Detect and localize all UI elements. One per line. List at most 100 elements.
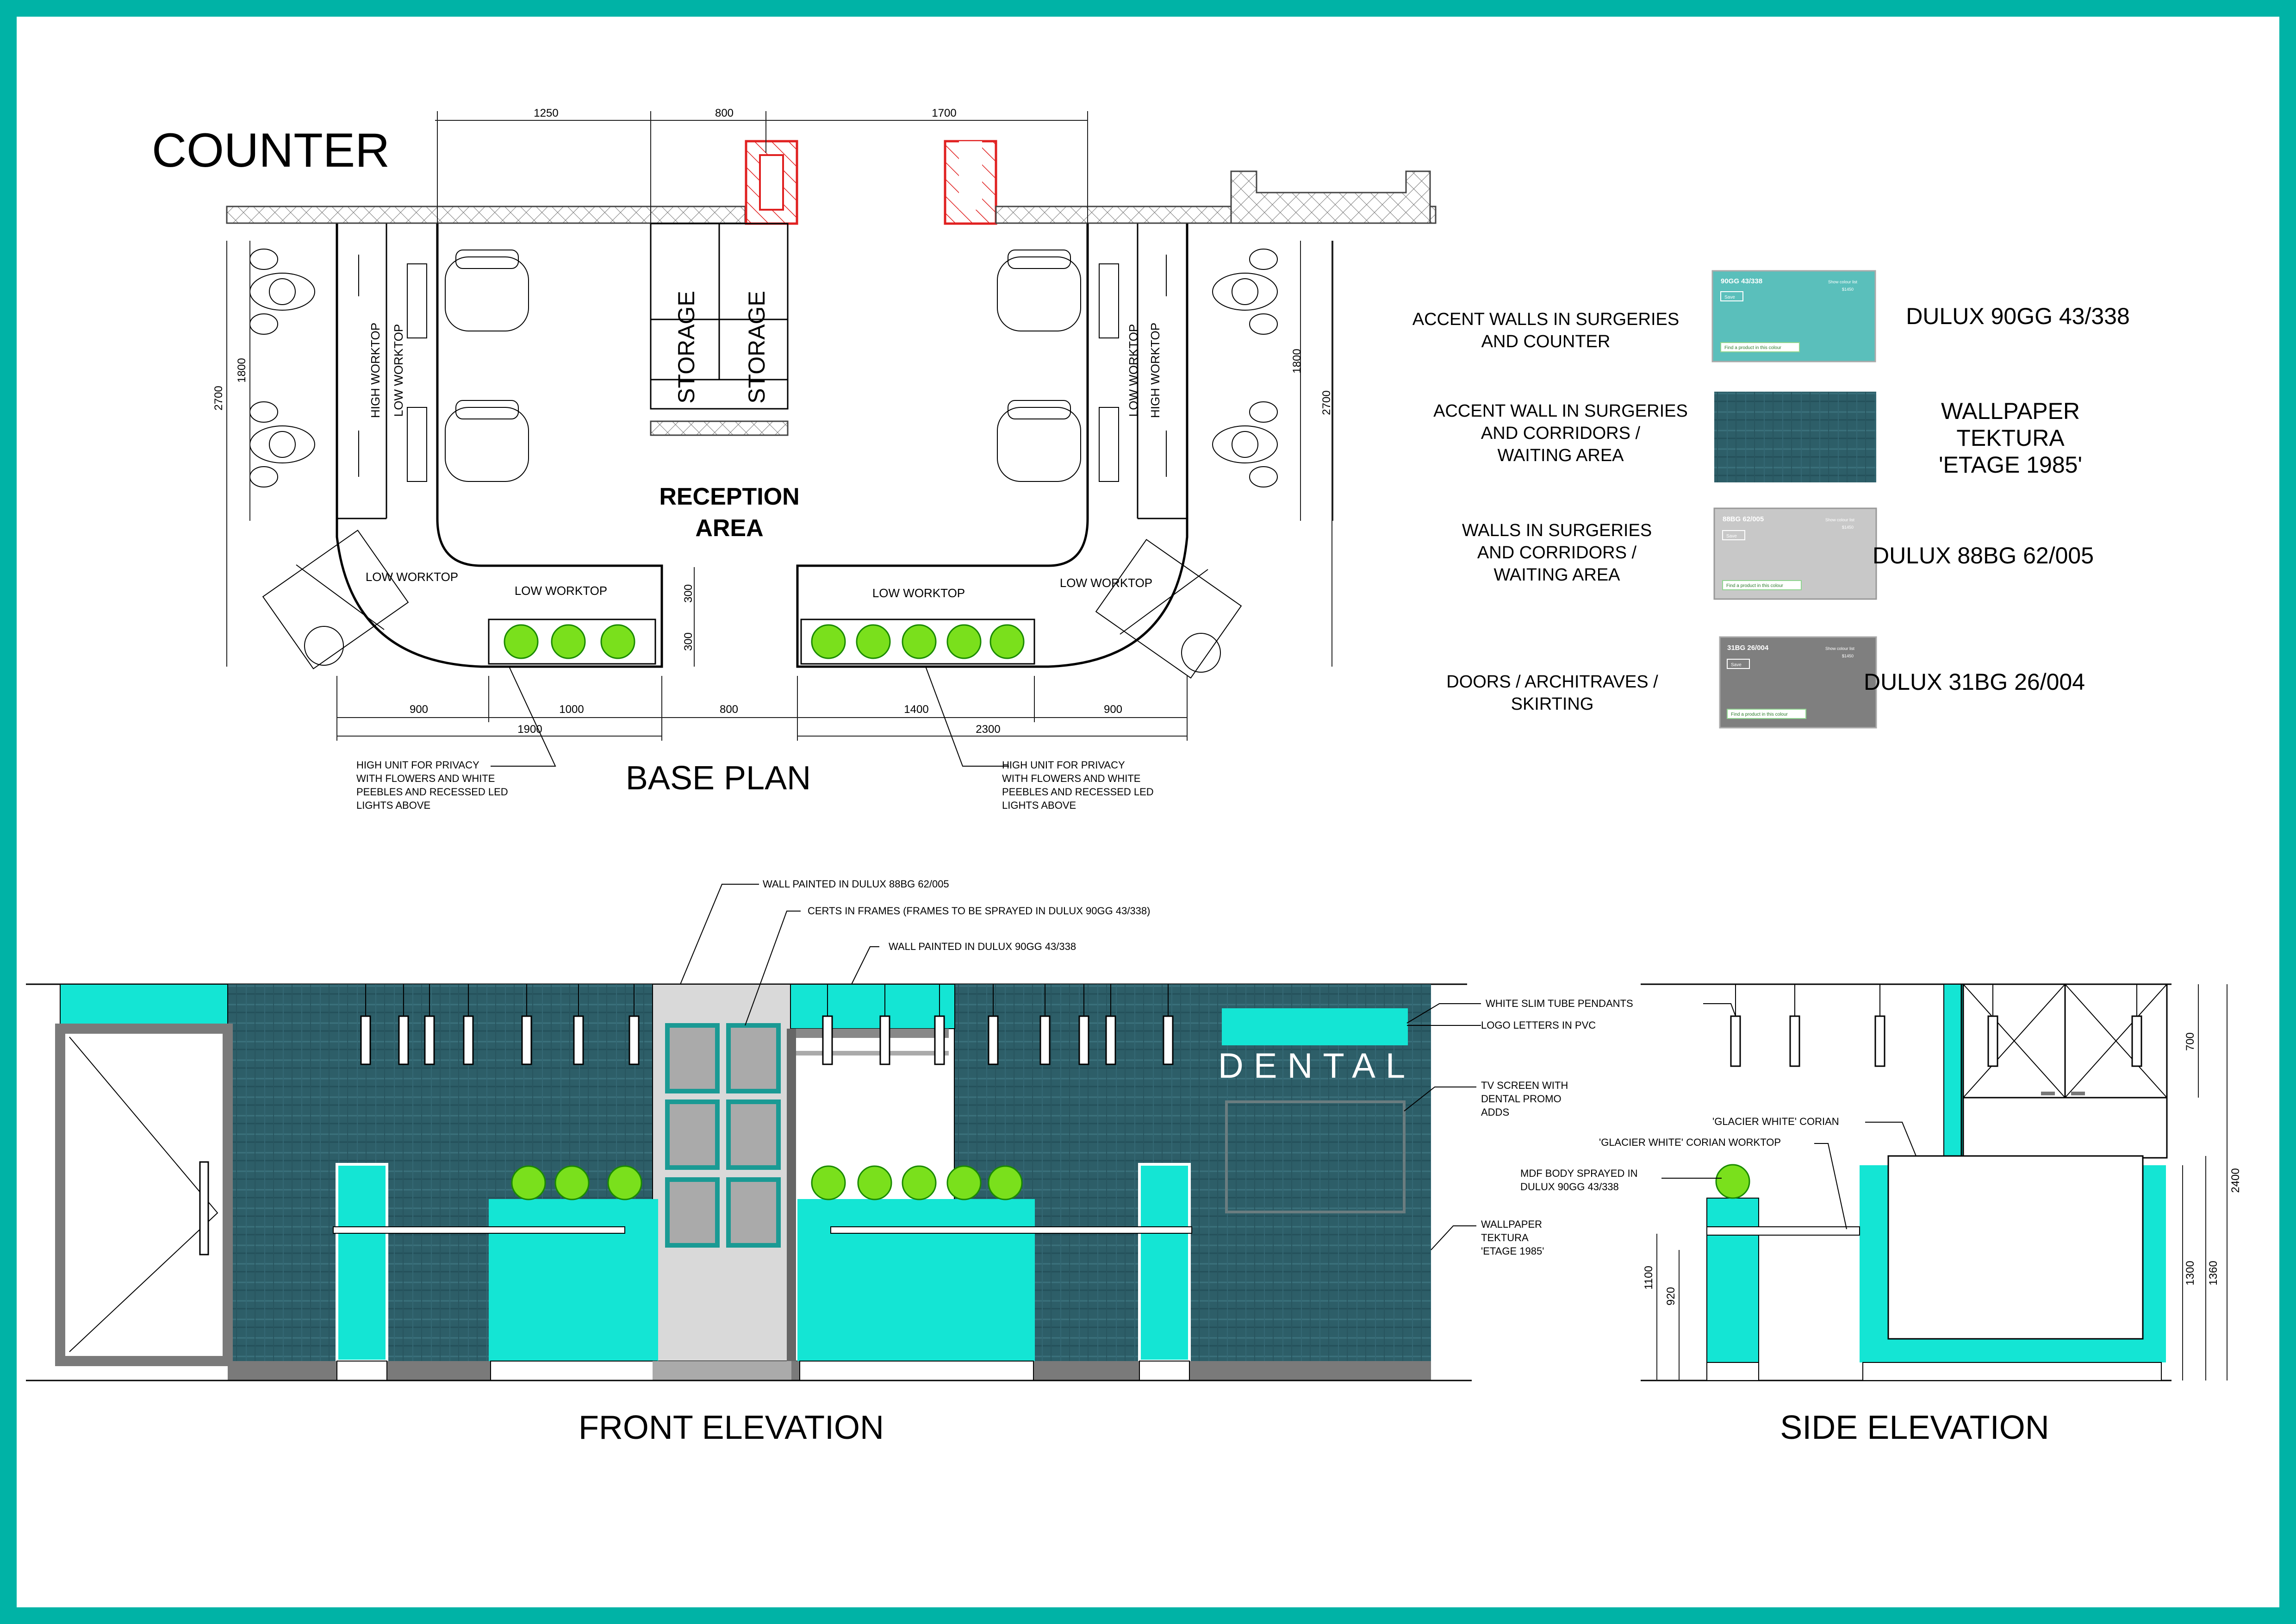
front-right-note-4: WALLPAPER TEKTURA 'ETAGE 1985' (1481, 1218, 1544, 1257)
front-right-note-2: LOGO LETTERS IN PVC (1481, 1019, 1596, 1031)
svg-text:88BG 62/005: 88BG 62/005 (1723, 515, 1764, 523)
dim-bottom-5: 900 (1104, 703, 1122, 716)
high-worktop-left: HIGH WORKTOP (368, 323, 382, 418)
dim-bottom-total-right: 2300 (976, 723, 1000, 736)
svg-text:WALLPAPER: WALLPAPER (1941, 398, 2080, 424)
svg-text:Save: Save (1726, 534, 1737, 539)
svg-text:SKIRTING: SKIRTING (1511, 694, 1594, 714)
dim-bottom-3: 800 (720, 703, 738, 716)
svg-text:PEEBLES AND RECESSED LED: PEEBLES AND RECESSED LED (1002, 786, 1154, 798)
front-right-note-1: WHITE SLIM TUBE PENDANTS (1486, 998, 1633, 1009)
side-note-3: MDF BODY SPRAYED IN DULUX 90GG 43/338 (1520, 1168, 1637, 1193)
dim-top-1: 1250 (534, 107, 558, 119)
svg-text:WALLS IN SURGERIES: WALLS IN SURGERIES (1462, 521, 1652, 540)
dim-bottom-2: 1000 (559, 703, 584, 716)
svg-text:'ETAGE 1985': 'ETAGE 1985' (1481, 1245, 1544, 1257)
svg-text:TEKTURA: TEKTURA (1956, 425, 2065, 451)
chair-icon (445, 250, 1081, 482)
corian-panel (1887, 1155, 2144, 1340)
svg-text:DENTAL PROMO: DENTAL PROMO (1481, 1093, 1562, 1105)
svg-text:LIGHTS ABOVE: LIGHTS ABOVE (356, 800, 430, 811)
svg-text:$1450: $1450 (1842, 654, 1854, 658)
legend-desc-1b: AND COUNTER (1481, 332, 1611, 351)
dim-bottom-4: 1400 (904, 703, 928, 716)
svg-text:ACCENT WALL IN SURGERIES: ACCENT WALL IN SURGERIES (1433, 401, 1688, 421)
dim-right-2: 2700 (1320, 390, 1333, 415)
svg-text:'ETAGE 1985': 'ETAGE 1985' (1939, 452, 2082, 478)
svg-text:Show colour list: Show colour list (1825, 646, 1855, 651)
door-handle (199, 1161, 209, 1255)
dim-right-1: 1800 (1291, 349, 1303, 373)
svg-text:Show colour list: Show colour list (1825, 518, 1855, 522)
side-dimensions (1656, 984, 2228, 1380)
side-dim-1300: 1300 (2184, 1261, 2196, 1285)
legend-desc-1a: ACCENT WALLS IN SURGERIES (1412, 310, 1679, 329)
cert-frames (665, 1023, 781, 1248)
svg-text:Find a product in this colour: Find a product in this colour (1731, 712, 1788, 717)
low-worktop-left-corner: LOW WORKTOP (366, 570, 458, 584)
counter-left-outline (336, 224, 663, 668)
front-right-note-3: TV SCREEN WITH DENTAL PROMO ADDS (1481, 1080, 1568, 1118)
side-elevation-title: SIDE ELEVATION (1780, 1409, 2049, 1446)
pendant-lights (360, 984, 1174, 1065)
dim-left-2: 1800 (236, 358, 248, 382)
svg-text:LIGHTS ABOVE: LIGHTS ABOVE (1002, 800, 1076, 811)
side-dim-700: 700 (2184, 1032, 2196, 1051)
svg-text:DULUX 90GG 43/338: DULUX 90GG 43/338 (1520, 1181, 1619, 1193)
svg-text:DULUX 31BG 26/004: DULUX 31BG 26/004 (1864, 669, 2085, 695)
svg-text:Save: Save (1731, 662, 1742, 668)
logo-panel (1222, 1008, 1408, 1045)
counter-right-outline (796, 224, 1188, 668)
monitor-icon (358, 255, 1167, 482)
svg-text:Find a product in this colour: Find a product in this colour (1726, 583, 1784, 588)
base-plan: STORAGE STORAGE HIGH WORKTOP LOW WORKTOP… (212, 107, 1437, 811)
dental-logo: DENTAL (1218, 1046, 1415, 1086)
sheet-title: COUNTER (152, 124, 390, 177)
svg-text:MDF BODY SPRAYED IN: MDF BODY SPRAYED IN (1520, 1168, 1637, 1179)
legend-code-1: DULUX 90GG 43/338 (1906, 303, 2130, 329)
plan-wall-left (226, 206, 746, 224)
plan-note-right: HIGH UNIT FOR PRIVACY WITH FLOWERS AND W… (1002, 759, 1154, 811)
svg-text:90GG 43/338: 90GG 43/338 (1721, 277, 1762, 285)
corian-worktop (1706, 1226, 1860, 1236)
svg-text:PEEBLES AND RECESSED LED: PEEBLES AND RECESSED LED (356, 786, 508, 798)
svg-text:AND CORRIDORS /: AND CORRIDORS / (1477, 543, 1637, 562)
side-low-counter (1706, 1198, 1759, 1363)
planter-right (800, 618, 1035, 665)
door-header (60, 984, 228, 1029)
svg-text:TEKTURA: TEKTURA (1481, 1232, 1529, 1243)
svg-text:WITH FLOWERS AND WHITE: WITH FLOWERS AND WHITE (1002, 773, 1140, 784)
low-worktop-right-front: LOW WORKTOP (872, 586, 965, 600)
svg-text:Save: Save (1724, 295, 1735, 300)
storage-plinth (650, 420, 789, 436)
svg-text:WALLPAPER: WALLPAPER (1481, 1218, 1542, 1230)
svg-text:HIGH UNIT FOR PRIVACY: HIGH UNIT FOR PRIVACY (1002, 759, 1125, 771)
side-dim-2400: 2400 (2229, 1168, 2242, 1193)
svg-text:Find a product in this colour: Find a product in this colour (1724, 345, 1782, 350)
wheelchair-icon (262, 530, 1242, 679)
high-worktop-right: HIGH WORKTOP (1148, 323, 1162, 418)
base-plan-title: BASE PLAN (626, 760, 811, 797)
side-dim-920: 920 (1665, 1287, 1677, 1305)
side-note-1: 'GLACIER WHITE' CORIAN (1712, 1116, 1839, 1127)
low-worktop-right-corner: LOW WORKTOP (1060, 576, 1152, 590)
side-note-2: 'GLACIER WHITE' CORIAN WORKTOP (1599, 1137, 1781, 1148)
storage-label-1: STORAGE (673, 291, 699, 404)
svg-text:TV SCREEN WITH: TV SCREEN WITH (1481, 1080, 1568, 1091)
dim-mid-2: 300 (682, 632, 695, 651)
side-dim-1100: 1100 (1643, 1266, 1655, 1290)
dim-top-3: 1700 (932, 107, 956, 119)
low-worktop-left-front: LOW WORKTOP (515, 584, 607, 598)
svg-text:WAITING AREA: WAITING AREA (1497, 446, 1624, 465)
dim-bottom-1: 900 (410, 703, 428, 716)
plan-plants (504, 624, 1025, 659)
planter-left (488, 618, 656, 665)
side-dim-1360: 1360 (2207, 1261, 2220, 1285)
low-worktop-right-vertical: LOW WORKTOP (1126, 324, 1140, 417)
reception-label-1: RECEPTION (659, 483, 799, 510)
svg-text:WAITING AREA: WAITING AREA (1493, 565, 1620, 585)
svg-text:$1450: $1450 (1842, 287, 1854, 292)
svg-text:ADDS: ADDS (1481, 1106, 1509, 1118)
storage-label-2: STORAGE (744, 291, 770, 404)
